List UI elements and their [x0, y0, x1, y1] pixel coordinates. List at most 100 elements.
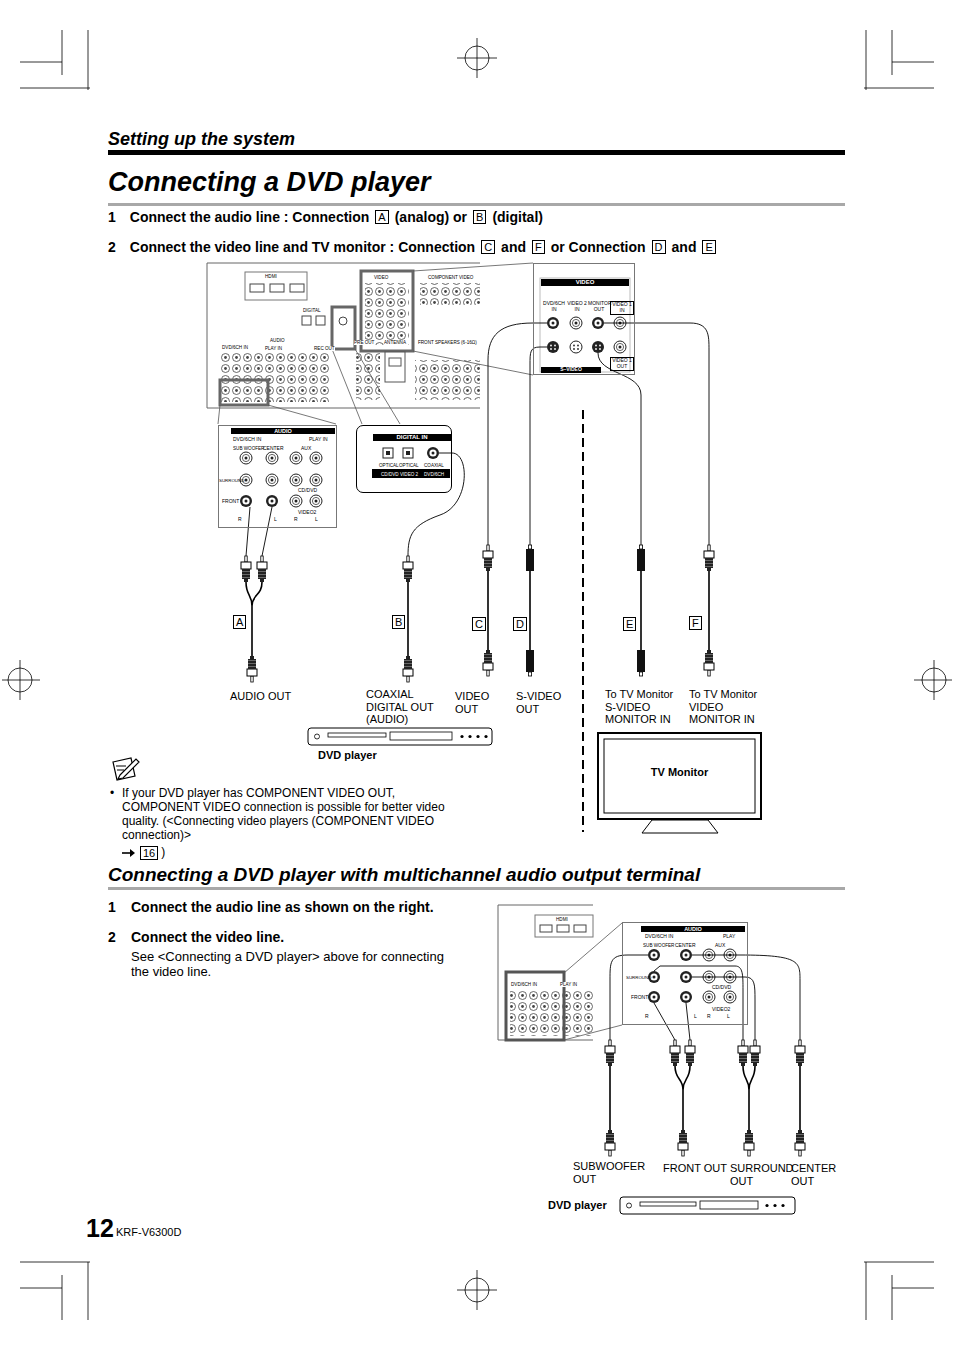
- panel-label: AUX: [715, 943, 725, 949]
- panel-label: AUDIO: [641, 926, 745, 932]
- panel-label: R: [294, 517, 298, 523]
- connection-letter: F: [532, 240, 545, 254]
- connection-letter: D: [652, 240, 666, 254]
- step-text: Connect the audio line as shown on the r…: [131, 899, 434, 915]
- panel-part-label: PLAY IN: [560, 982, 577, 987]
- panel-part-label: COMPONENT VIDEO: [428, 275, 473, 280]
- panel-label: FRONT: [222, 499, 239, 505]
- step-text: Connect the video line and TV monitor : …: [130, 239, 475, 255]
- page-number: 12: [86, 1214, 114, 1243]
- cable-letter: F: [689, 616, 702, 630]
- reference-arrow: [122, 848, 136, 858]
- step-text: and: [501, 239, 526, 255]
- step-text: (digital): [492, 209, 543, 225]
- panel-label: CD/DVD: [712, 985, 731, 991]
- note-text: If your DVD player has COMPONENT VIDEO O…: [122, 786, 457, 842]
- panel-label: R: [238, 517, 242, 523]
- panel-label: COAXIAL: [424, 463, 444, 468]
- panel-label: DVD/6CH IN: [645, 934, 673, 940]
- plug-label: To TV Monitor S-VIDEO MONITOR IN: [605, 688, 685, 726]
- panel-part-label: HDMI: [265, 274, 277, 279]
- panel-label: DVD player: [548, 1199, 607, 1212]
- panel-label: OPTICAL: [379, 463, 399, 468]
- cable-letter: E: [623, 617, 636, 631]
- panel-label: S–VIDEO: [541, 367, 601, 373]
- note-text: ): [161, 846, 165, 860]
- panel-label: CENTER: [263, 446, 284, 452]
- panel-label: AUX: [301, 446, 311, 452]
- panel-part-label: REC OUT: [314, 346, 335, 351]
- plug-label: CENTER OUT: [791, 1162, 839, 1187]
- step-text: (analog) or: [395, 209, 467, 225]
- plug-label: AUDIO OUT: [230, 690, 291, 703]
- panel-part-label: VIDEO: [374, 275, 388, 280]
- connection-letter: C: [481, 240, 495, 254]
- panel-label: PLAY IN: [309, 437, 328, 443]
- step-number: 1: [108, 209, 116, 225]
- connection-letter: E: [702, 240, 715, 254]
- device-label: DVD player: [318, 749, 377, 762]
- panel-part-label: PRE OUT: [354, 340, 374, 345]
- model-number: KRF-V6300D: [116, 1226, 181, 1239]
- page-reference: 16: [140, 846, 158, 860]
- section-header: Setting up the system: [108, 129, 295, 150]
- step-number: 2: [108, 239, 116, 255]
- tv-monitor: TV Monitor: [597, 732, 762, 820]
- panel-label: DVD/6CH IN: [233, 437, 261, 443]
- bullet: •: [110, 786, 114, 800]
- panel-part-label: ANTENNA: [384, 340, 406, 345]
- plug-label: COAXIAL DIGITAL OUT (AUDIO): [366, 688, 452, 726]
- step-text: and: [672, 239, 697, 255]
- panel-label: SURROUND: [626, 975, 651, 980]
- panel-label: DVD/6CH: [424, 472, 444, 477]
- panel-label: FRONT: [631, 995, 648, 1001]
- panel-label: VIDEO 1 OUT: [610, 357, 634, 371]
- audio-jack-panel: AUDIODVD/6CH INPLAYSUB WOOFERCENTERAUXSU…: [622, 922, 748, 1025]
- panel-label: DVD/6CH IN: [543, 301, 565, 313]
- step-row: 2 Connect the video line and TV monitor :…: [108, 237, 722, 255]
- panel-label: DVD player: [318, 749, 377, 762]
- section-title: Connecting a DVD player with multichanne…: [108, 864, 700, 886]
- reference-row: 16): [122, 843, 171, 861]
- connection-letter: A: [375, 210, 388, 224]
- digital-in-panel: DIGITAL INOPTICALOPTICALCOAXIALCD/DVDVID…: [356, 425, 452, 493]
- panel-part-label: HDMI: [556, 917, 568, 922]
- panel-part-label: DIGITAL: [303, 308, 321, 313]
- step-text: Connect the video line.: [131, 929, 284, 945]
- panel-label: PLAY: [723, 934, 735, 940]
- video-jack-panel: VIDEODVD/6CH INVIDEO 2 INMONITOR OUTVIDE…: [533, 263, 635, 375]
- panel-label: OPTICAL: [399, 463, 419, 468]
- plug-label: FRONT OUT: [663, 1162, 727, 1175]
- cable-letter: B: [392, 615, 405, 629]
- panel-label: TV Monitor: [599, 766, 760, 779]
- panel-label: CD/DVD: [298, 488, 317, 494]
- plug-label: To TV Monitor VIDEO MONITOR IN: [689, 688, 769, 726]
- step-text: Connect the audio line : Connection: [130, 209, 370, 225]
- panel-part-label: DVD/6CH IN: [511, 982, 537, 987]
- connection-letter: B: [473, 210, 486, 224]
- panel-label: AUDIO: [231, 428, 335, 434]
- step-detail: See <Connecting a DVD player> above for …: [131, 949, 446, 979]
- panel-label: L: [274, 517, 277, 523]
- panel-label: MONITOR OUT: [588, 301, 610, 313]
- device-label: DVD player: [548, 1199, 607, 1212]
- plug-label: VIDEO OUT: [455, 690, 509, 715]
- cable-letter: D: [513, 617, 527, 631]
- panel-part-label: FRONT SPEAKERS (6-16Ω): [418, 340, 477, 345]
- panel-label: SURROUND: [219, 478, 244, 483]
- plug-label: SURROUND OUT: [730, 1162, 788, 1187]
- panel-label: SUB WOOFER: [643, 943, 674, 948]
- panel-label: L: [694, 1014, 697, 1020]
- cable-letter: C: [472, 617, 486, 631]
- step-number: 1: [108, 899, 116, 915]
- panel-label: SUB WOOFER: [233, 446, 264, 451]
- panel-label: L: [315, 517, 318, 523]
- panel-label: VIDEO 2 IN: [566, 301, 588, 313]
- cable-letter: A: [233, 615, 246, 629]
- panel-label: VIDEO: [541, 279, 629, 286]
- panel-label: VIDEO 1 IN: [610, 301, 634, 315]
- audio-jack-panel: AUDIO DVD/6CH IN PLAY IN SUB WOOFERCENTER AU…: [218, 425, 337, 528]
- panel-label: VIDEO2: [712, 1007, 730, 1013]
- panel-part-label: AUDIO: [270, 338, 285, 343]
- panel-label: VIDEO2: [298, 510, 316, 516]
